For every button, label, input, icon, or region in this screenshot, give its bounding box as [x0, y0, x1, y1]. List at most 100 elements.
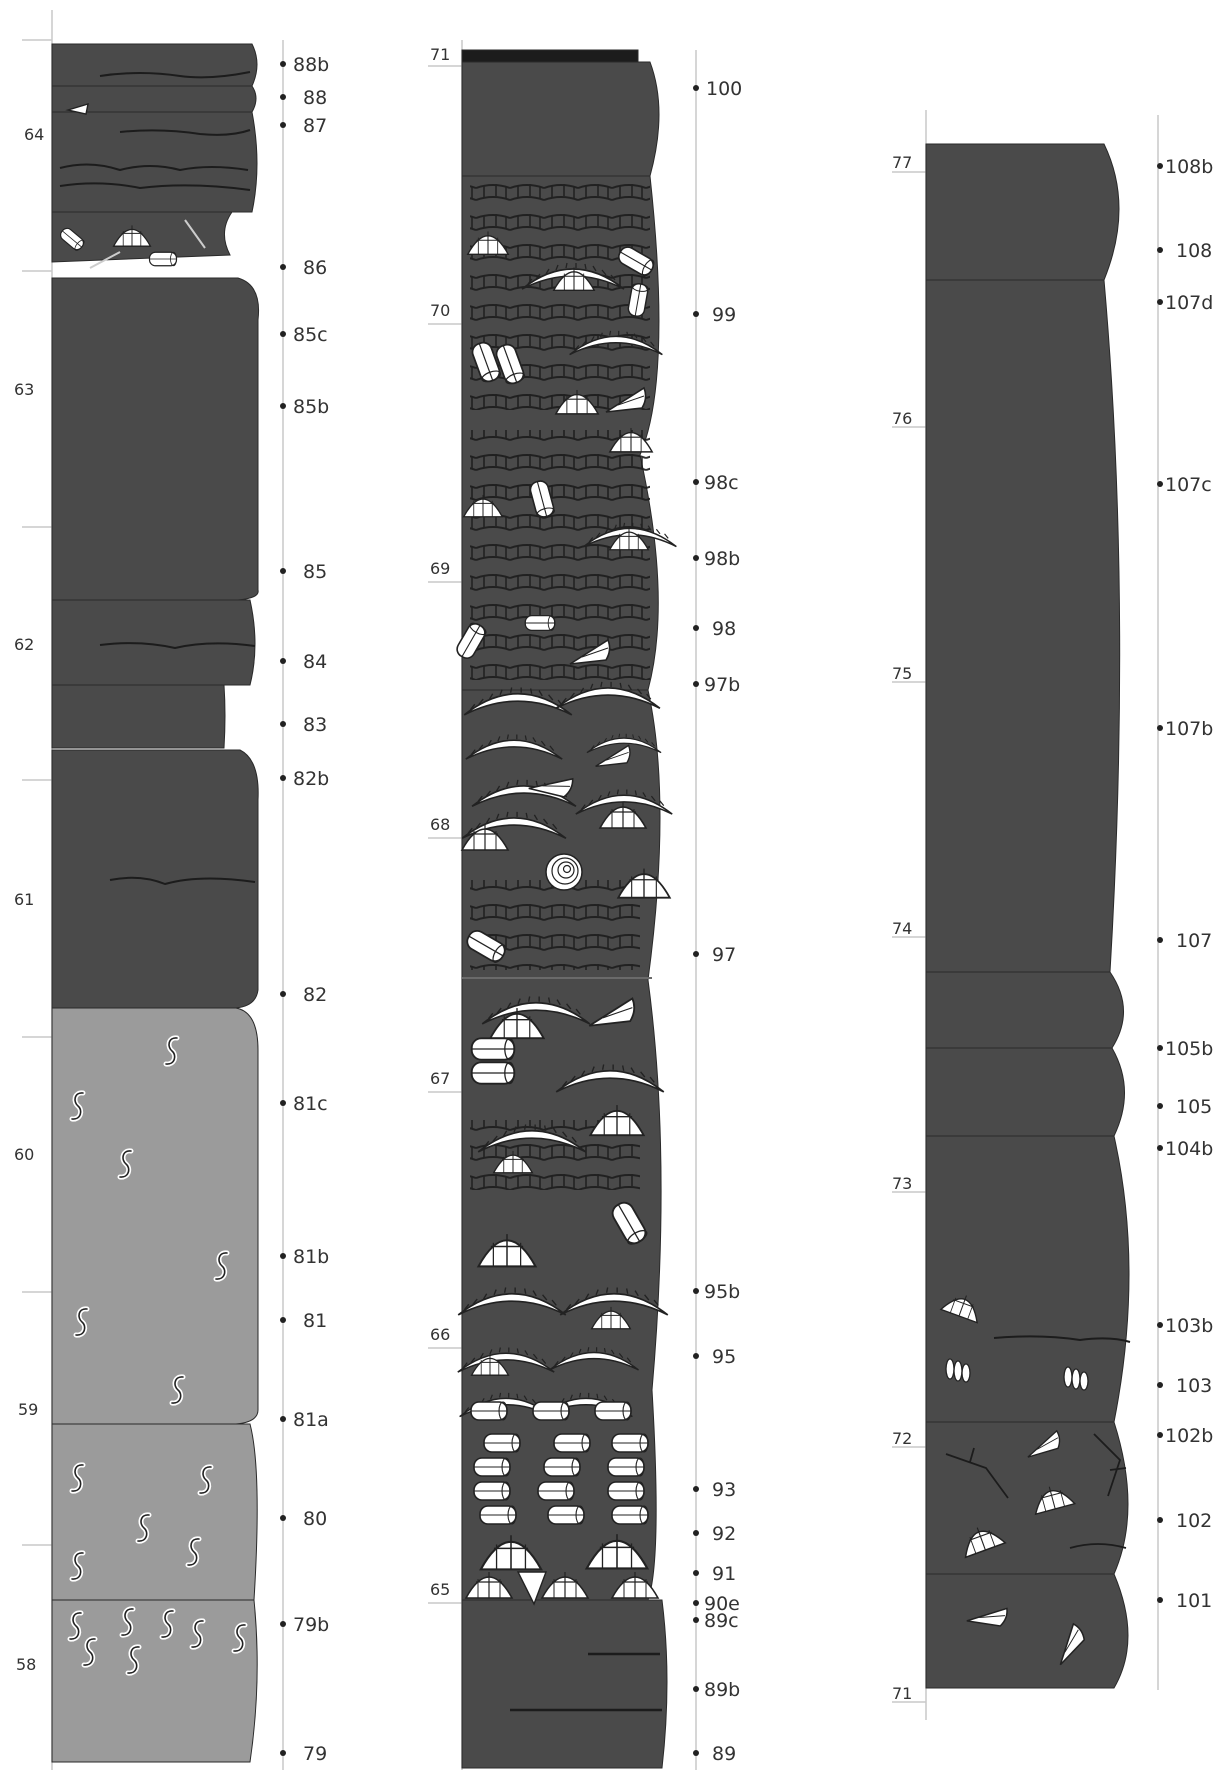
left-column: 64 63 62 61 60 59 58 88b 88 87 86 85c 85…	[14, 10, 329, 1770]
sample-label: 98	[712, 618, 736, 640]
sample-label: 104b	[1165, 1138, 1213, 1160]
sample-label: 103	[1176, 1375, 1212, 1397]
sample-label: 85c	[293, 324, 328, 346]
bed-71	[461, 61, 660, 177]
sample-label: 81a	[293, 1409, 329, 1431]
left-meter-labels: 64 63 62 61 60 59 58	[14, 125, 44, 1674]
sample-label: 90e	[704, 1593, 740, 1615]
sample-label: 82	[303, 984, 327, 1006]
left-sample-points	[280, 61, 286, 1756]
right-meter-ticks	[892, 171, 926, 1703]
bed-71	[925, 1573, 1129, 1689]
meter-label: 64	[24, 125, 44, 144]
right-features	[939, 1288, 1131, 1666]
bed-upper-lamina	[51, 43, 258, 87]
middle-column: 71 70 69 68 67 66 65 100 99 98c 98b 98 9…	[428, 40, 742, 1770]
sample-label: 98c	[704, 472, 739, 494]
sample-label: 108	[1176, 240, 1212, 262]
sample-label: 93	[712, 1479, 736, 1501]
meter-label: 61	[14, 890, 34, 909]
sample-label: 107b	[1165, 718, 1213, 740]
bed-58	[51, 1599, 258, 1763]
meter-label: 62	[14, 635, 34, 654]
meter-label: 73	[892, 1174, 912, 1193]
sample-label: 107c	[1165, 474, 1212, 496]
sample-label: 88	[303, 87, 327, 109]
bed-77	[925, 143, 1120, 281]
meter-label: 71	[430, 45, 450, 64]
sample-label: 101	[1176, 1590, 1212, 1612]
sample-label: 89	[712, 1743, 736, 1765]
sample-label: 105	[1176, 1096, 1212, 1118]
bed-73	[925, 1135, 1130, 1423]
left-beds	[51, 43, 260, 1763]
meter-label: 74	[892, 919, 912, 938]
meter-label: 65	[430, 1580, 450, 1599]
meter-label: 76	[892, 409, 912, 428]
sample-label: 86	[303, 257, 327, 279]
right-sample-labels: 108b 108 107d 107c 107b 107 105b 105 104…	[1165, 156, 1213, 1612]
sample-label: 80	[303, 1508, 327, 1530]
bed-62b	[51, 684, 226, 749]
sample-label: 87	[303, 115, 327, 137]
bed-73b	[925, 1047, 1125, 1137]
sample-label: 99	[712, 304, 736, 326]
sample-label: 85b	[293, 396, 329, 418]
middle-sample-labels: 100 99 98c 98b 98 97b 97 95b 95 93 92 91…	[704, 78, 742, 1765]
sample-label: 84	[303, 651, 327, 673]
meter-label: 72	[892, 1429, 912, 1448]
sample-label: 107d	[1165, 292, 1213, 314]
sample-label: 97	[712, 944, 736, 966]
bed-60-59	[51, 1007, 259, 1425]
bed-laminated	[461, 1599, 668, 1769]
bed-62	[51, 599, 256, 686]
middle-sample-points	[693, 85, 699, 1756]
sample-label: 81b	[293, 1246, 329, 1268]
sample-label: 105b	[1165, 1038, 1213, 1060]
meter-label: 68	[430, 815, 450, 834]
left-meter-ticks	[22, 39, 52, 1546]
middle-laminae	[510, 1652, 662, 1712]
middle-cylinder-stack	[465, 1401, 659, 1606]
sample-label: 83	[303, 714, 327, 736]
middle-meter-labels: 71 70 69 68 67 66 65	[430, 45, 450, 1599]
meter-label: 77	[892, 153, 912, 172]
left-laminae	[59, 71, 256, 886]
left-sample-labels: 88b 88 87 86 85c 85b 85 84 83 82b 82 81c…	[293, 54, 329, 1765]
meter-label: 58	[16, 1655, 36, 1674]
sample-label: 107	[1176, 930, 1212, 952]
sample-label: 103b	[1165, 1315, 1213, 1337]
right-beds	[925, 143, 1130, 1689]
sample-label: 79b	[293, 1614, 329, 1636]
left-shell-fragments	[57, 102, 206, 269]
sample-label: 81c	[293, 1093, 328, 1115]
sample-label: 95	[712, 1346, 736, 1368]
sample-label: 102b	[1165, 1425, 1213, 1447]
right-meter-labels: 77 76 75 74 73 72 71	[892, 153, 912, 1703]
meter-label: 69	[430, 559, 450, 578]
bed-cap	[461, 49, 639, 63]
bed-wavy	[51, 111, 258, 213]
sample-label: 89c	[704, 1610, 739, 1632]
sample-label: 92	[712, 1523, 736, 1545]
bed-76-74	[925, 279, 1121, 973]
sample-label: 82b	[293, 768, 329, 790]
bed-61	[51, 749, 259, 1009]
sample-label: 81	[303, 1310, 327, 1332]
sample-label: 91	[712, 1563, 736, 1585]
bed-72	[925, 1421, 1129, 1575]
meter-label: 71	[892, 1684, 912, 1703]
sample-label: 108b	[1165, 156, 1213, 178]
meter-label: 75	[892, 664, 912, 683]
bed-massive-63	[51, 277, 260, 601]
sample-label: 79	[303, 1743, 327, 1765]
bed-74b	[925, 971, 1124, 1049]
right-column: 77 76 75 74 73 72 71 108b 108 107d 107c …	[892, 110, 1213, 1720]
meter-label: 60	[14, 1145, 34, 1164]
middle-meter-ticks	[428, 65, 462, 1604]
sample-label: 100	[706, 78, 742, 100]
meter-label: 59	[18, 1400, 38, 1419]
sample-label: 97b	[704, 674, 740, 696]
sample-label: 102	[1176, 1510, 1212, 1532]
